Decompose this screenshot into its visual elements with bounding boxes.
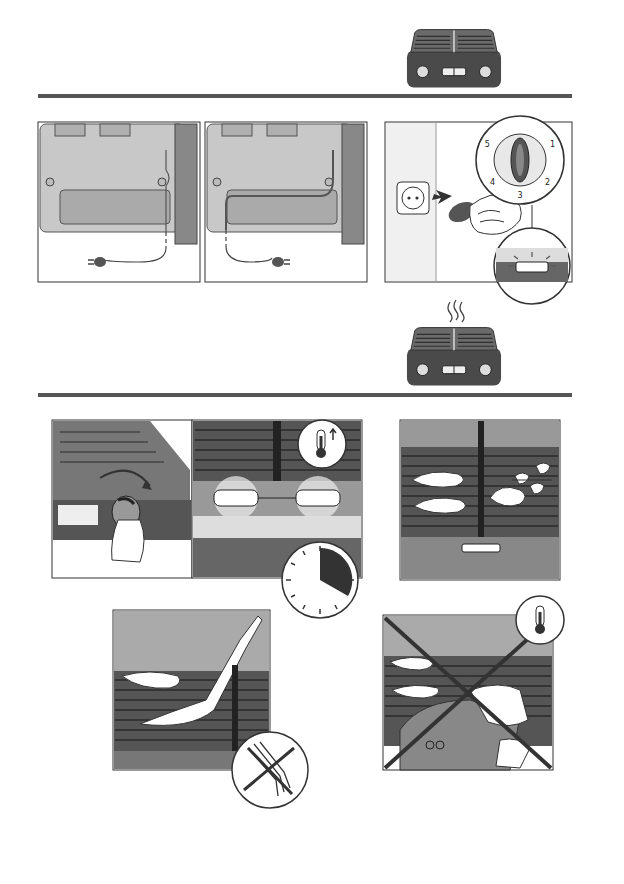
dial-number: 3 [517,192,522,200]
dial-number: 4 [490,179,495,187]
dial-number: 5 [485,141,490,149]
dial-number: 2 [545,179,550,187]
dial-number: 1 [550,141,555,149]
